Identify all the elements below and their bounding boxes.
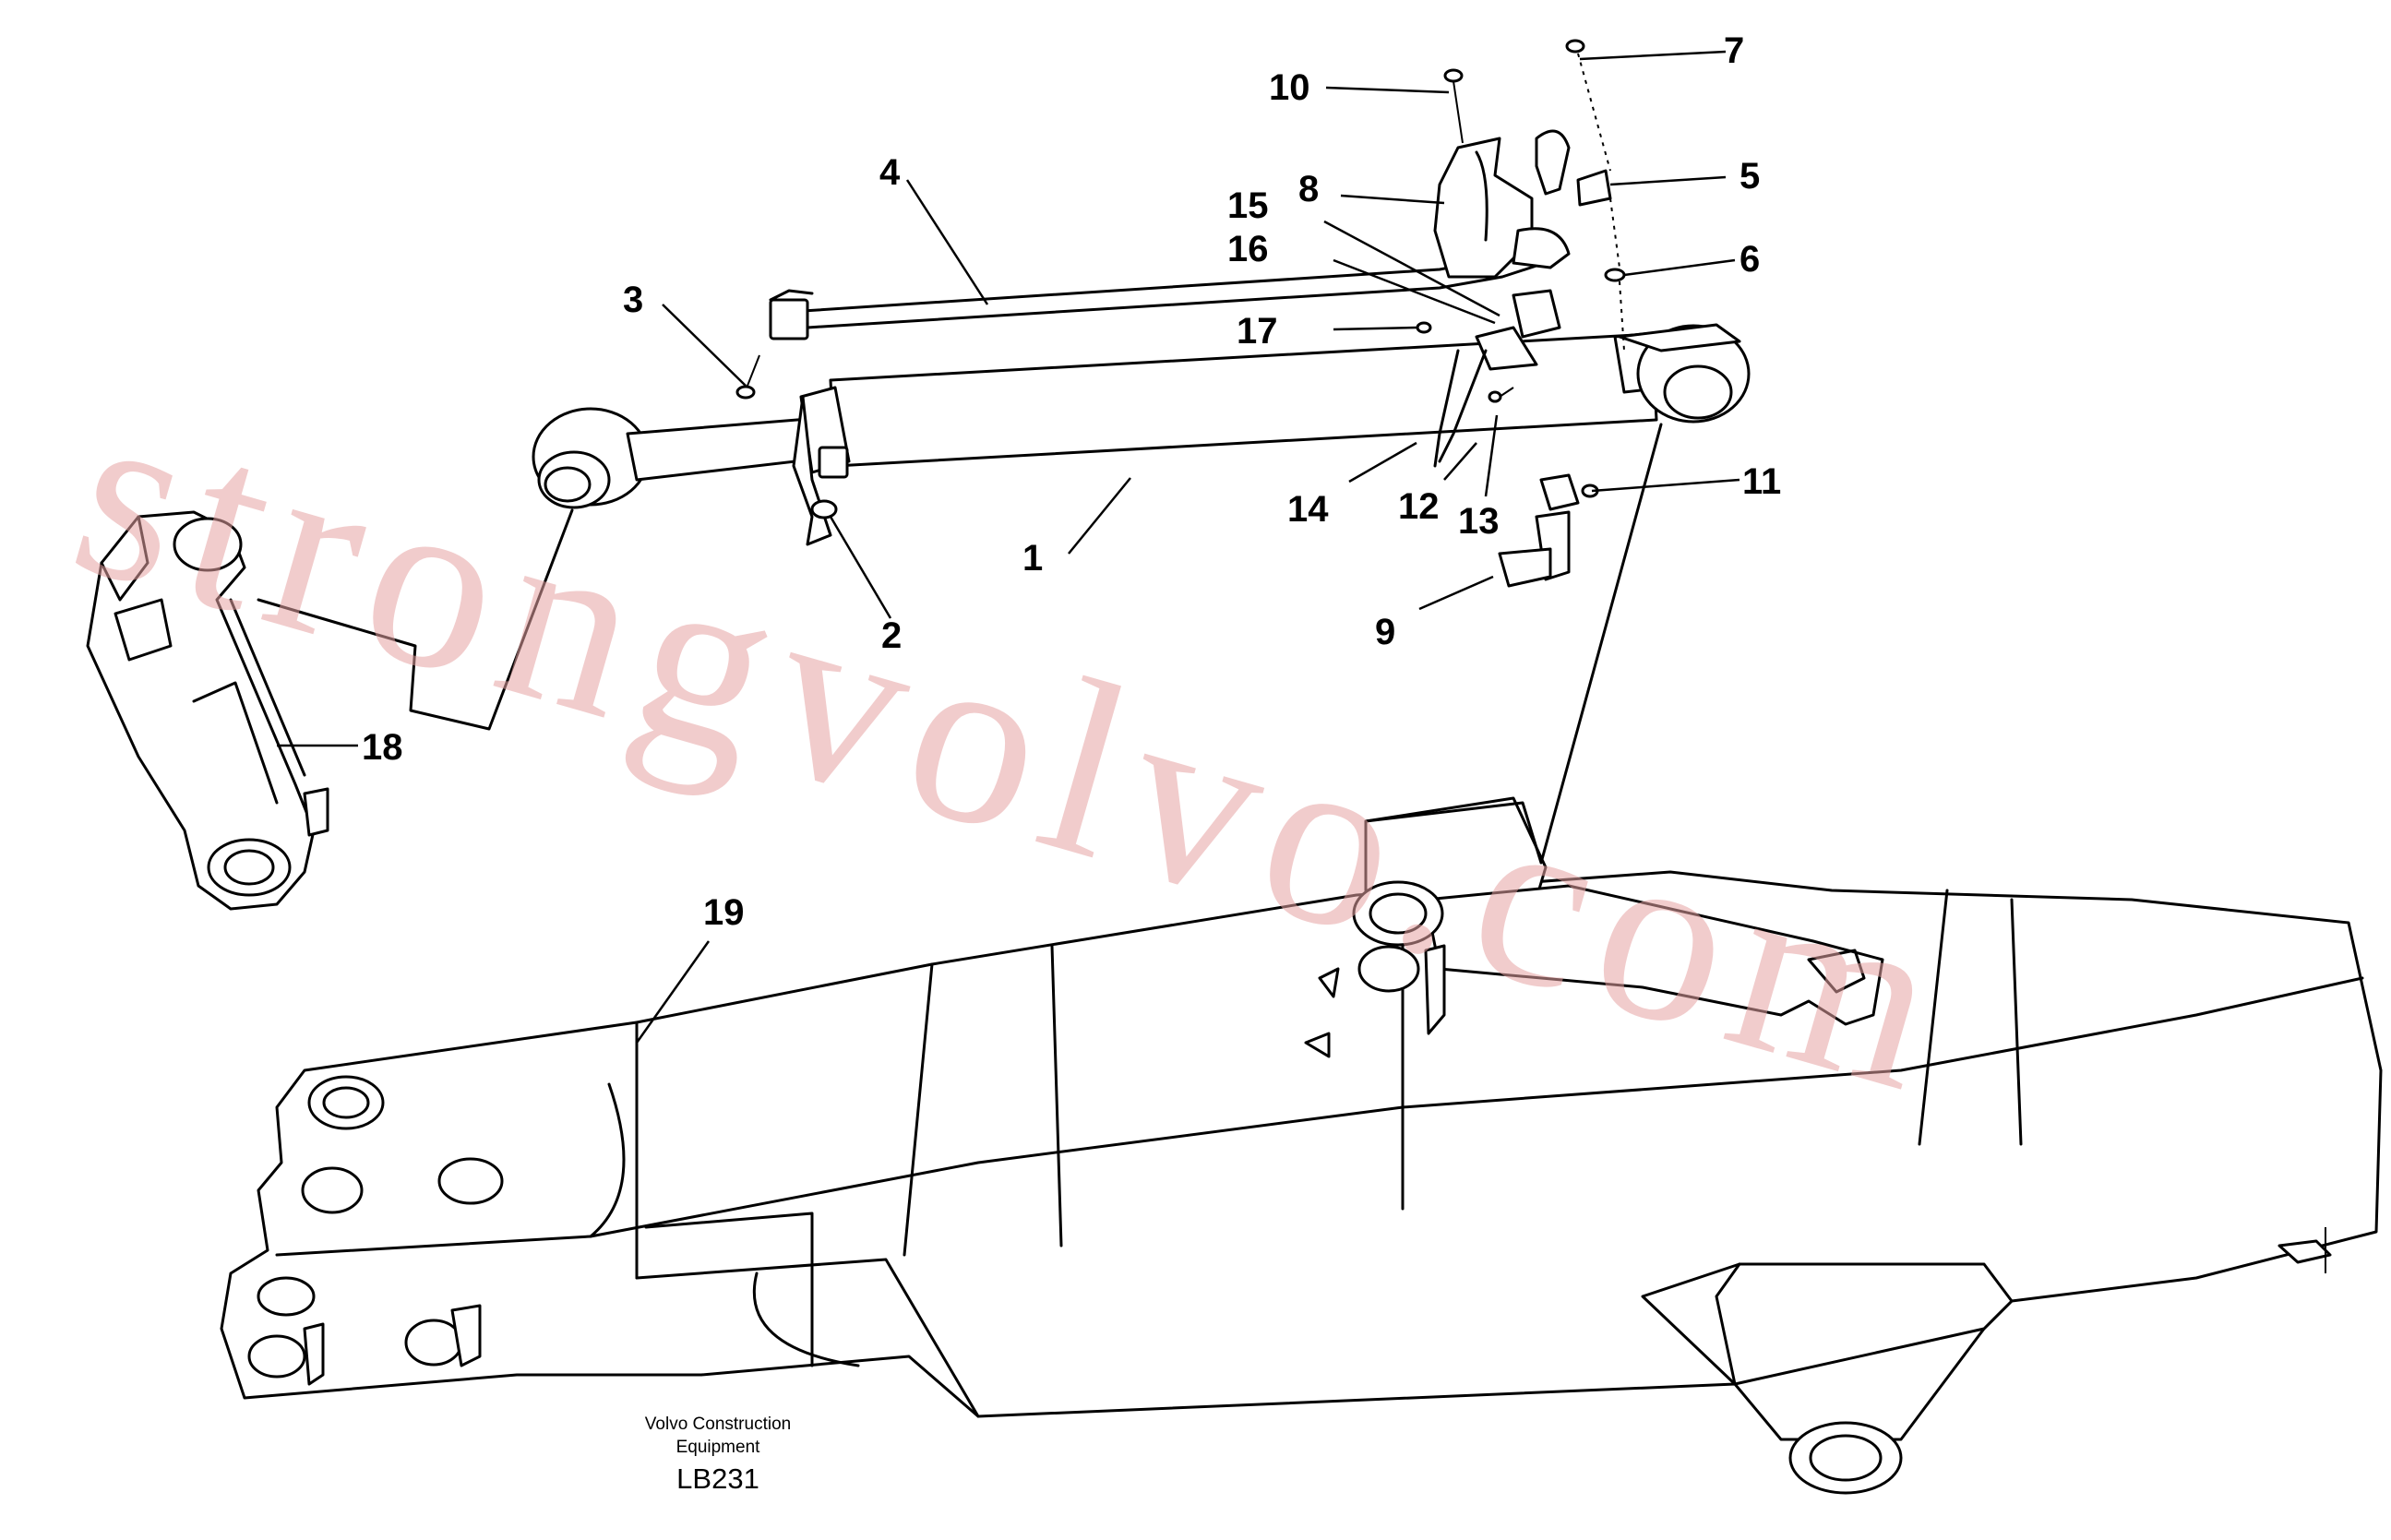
callout-19: 19: [703, 892, 745, 933]
callout-18: 18: [362, 727, 403, 768]
boom-cylinder: [532, 323, 1751, 546]
drawing-code: LB231: [676, 1462, 759, 1495]
callout-10: 10: [1269, 67, 1310, 108]
caption-line-1: Volvo Construction: [645, 1415, 791, 1434]
link-assembly: [86, 510, 329, 911]
boom-assembly: [220, 796, 2383, 1495]
callout-8: 8: [1298, 169, 1319, 209]
callout-7: 7: [1724, 30, 1744, 71]
caption-line-2: Equipment: [676, 1438, 761, 1457]
bracket-group: [1433, 129, 1612, 588]
callout-15: 15: [1227, 185, 1269, 226]
callout-16: 16: [1227, 229, 1269, 269]
callout-6: 6: [1739, 239, 1760, 280]
callout-11: 11: [1742, 461, 1781, 502]
callout-9: 9: [1375, 612, 1395, 652]
leader-lines: [277, 50, 1740, 1044]
callout-4: 4: [879, 152, 901, 193]
reference-lines: [257, 423, 1663, 865]
callout-14: 14: [1287, 489, 1329, 530]
callout-17: 17: [1237, 311, 1278, 352]
callout-labels: 1 2 3 4 5 6 7 8 9 10 11 12 13 14 15 16 1…: [362, 30, 1781, 933]
callout-1: 1: [1022, 538, 1043, 579]
callout-13: 13: [1458, 501, 1500, 542]
callout-12: 12: [1398, 486, 1440, 527]
callout-2: 2: [881, 615, 902, 656]
callout-3: 3: [623, 280, 643, 320]
caption-block: Volvo Construction Equipment LB231: [645, 1415, 791, 1495]
callout-5: 5: [1739, 156, 1760, 197]
